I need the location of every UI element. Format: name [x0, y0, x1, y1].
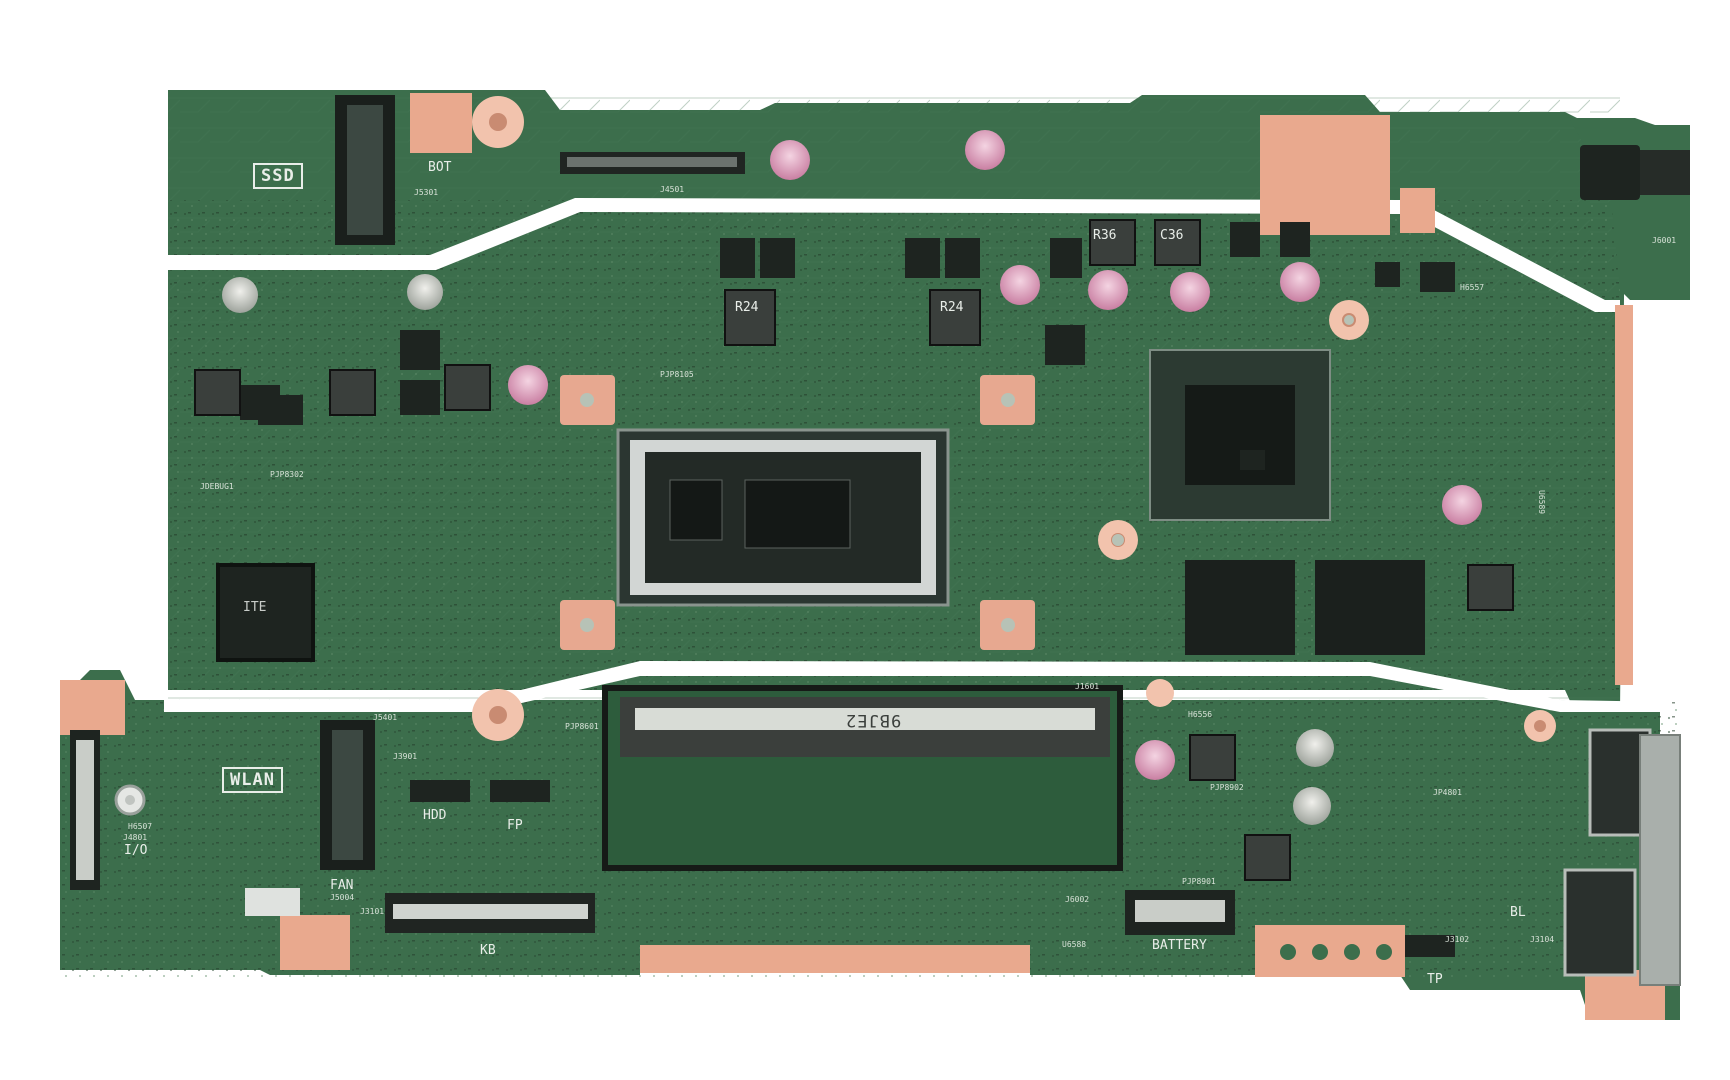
io-label: I/O — [124, 843, 148, 858]
vram-chip-1 — [1185, 560, 1295, 655]
h6556-label: H6556 — [1188, 710, 1213, 719]
j5301-label: J5301 — [414, 188, 439, 197]
tp-label: TP — [1427, 972, 1443, 987]
pjp8105-label: PJP8105 — [660, 370, 694, 379]
ddr-marking: 9BJE2 — [845, 710, 902, 730]
j3102-label: J3102 — [1445, 935, 1470, 944]
j6002-label: J6002 — [1065, 895, 1090, 904]
usb-port-2 — [1563, 868, 1637, 977]
hdd-label: HDD — [423, 808, 447, 823]
j4501-label: J4501 — [660, 185, 685, 194]
j5401-label: J5401 — [373, 713, 398, 722]
pjp8601-label: PJP8601 — [565, 722, 599, 731]
j3101-label: J3101 — [360, 907, 385, 916]
j3901-label: J3901 — [393, 752, 418, 761]
j1601-label: J1601 — [1075, 682, 1100, 691]
u6588-label: U6588 — [1062, 940, 1087, 949]
j3104-label: J3104 — [1530, 935, 1555, 944]
pjp8901-label: PJP8901 — [1182, 877, 1216, 886]
ite-chip-marking: ITE — [243, 600, 267, 615]
r24-marking-2: R24 — [940, 300, 964, 315]
u6589-label: U6589 — [1537, 490, 1546, 515]
bl-label: BL — [1510, 905, 1526, 920]
capacitors — [222, 130, 1482, 825]
ec-chip — [216, 563, 315, 662]
r36-marking: R36 — [1093, 228, 1117, 243]
h6507-label: H6507 — [128, 822, 153, 831]
bot-label: BOT — [428, 160, 452, 175]
j5004-label: J5004 — [330, 893, 355, 902]
vram-chip-2 — [1315, 560, 1425, 655]
wlan-label: WLAN — [222, 767, 283, 793]
c36-marking: C36 — [1160, 228, 1184, 243]
ssd-label: SSD — [253, 163, 303, 189]
pjp8902-label: PJP8902 — [1210, 783, 1244, 792]
separator-top — [168, 198, 1620, 312]
j6001-label: J6001 — [1652, 236, 1677, 245]
h6557-label: H6557 — [1460, 283, 1485, 292]
jp4801-label: JP4801 — [1433, 788, 1462, 797]
j4801-label: J4801 — [123, 833, 148, 842]
separator-bottom — [164, 661, 1670, 712]
pjp8302-label: PJP8302 — [270, 470, 304, 479]
r24-marking-1: R24 — [735, 300, 759, 315]
fp-label: FP — [507, 818, 523, 833]
fan-label: FAN — [330, 878, 354, 893]
copper-pads — [60, 93, 1665, 1020]
jdebug1-label: JDEBUG1 — [200, 482, 234, 491]
battery-label: BATTERY — [1152, 938, 1207, 953]
kb-label: KB — [480, 943, 496, 958]
